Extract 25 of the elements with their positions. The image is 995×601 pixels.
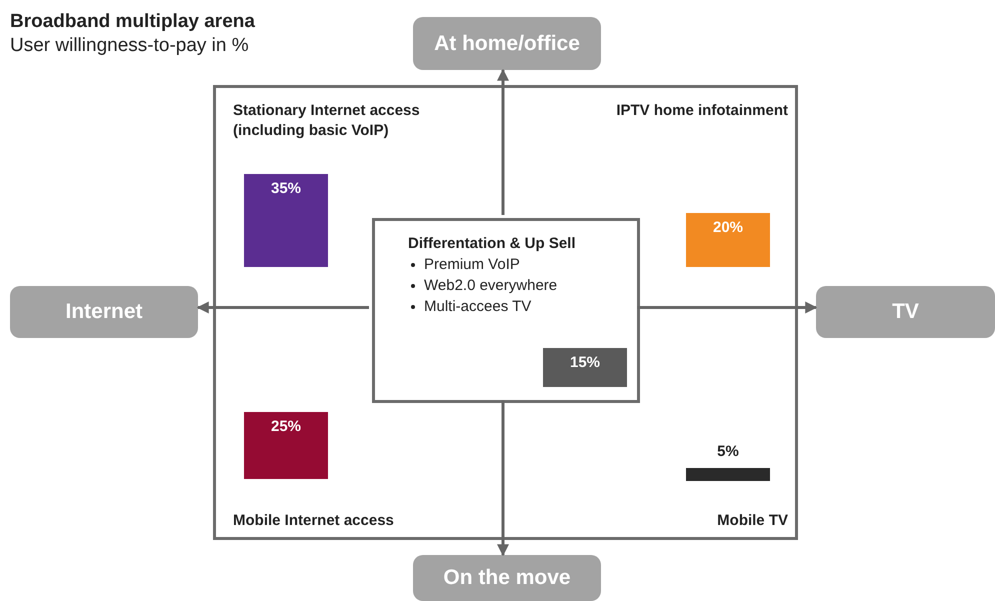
process-box bbox=[372, 218, 640, 403]
quadrant-label: IPTV home infotainment bbox=[615, 101, 788, 121]
quadrant-label: Mobile TV bbox=[716, 511, 788, 531]
subtitle: User willingness-to-pay in % bbox=[10, 34, 250, 58]
percent-bar: 20% bbox=[686, 213, 770, 267]
arrow bbox=[637, 302, 818, 314]
box-heading: Differentation & Up Sell bbox=[408, 234, 576, 254]
category-pill: TV bbox=[816, 286, 995, 338]
percent-bar: 25% bbox=[244, 412, 328, 479]
quadrant-label: Stationary Internet access (including basic VoIP) bbox=[233, 101, 421, 141]
category-pill: Internet bbox=[10, 286, 198, 338]
quadrant-frame bbox=[213, 85, 798, 540]
bullet-item: Web2.0 everywhere bbox=[424, 276, 558, 296]
arrow bbox=[196, 302, 369, 314]
percent-bar: 15% bbox=[543, 348, 627, 387]
bullet-item: Premium VoIP bbox=[424, 255, 520, 275]
arrow bbox=[497, 400, 509, 556]
quadrant-label: Mobile Internet access bbox=[233, 511, 395, 531]
percent-bar: 35% bbox=[244, 174, 328, 267]
percent-label: 5% bbox=[717, 443, 739, 461]
title: Broadband multiplay arena bbox=[10, 10, 255, 34]
bullet-item: Multi-accees TV bbox=[424, 297, 532, 317]
arrow bbox=[497, 68, 509, 215]
category-pill: At home/office bbox=[413, 17, 601, 70]
category-pill: On the move bbox=[413, 555, 601, 601]
